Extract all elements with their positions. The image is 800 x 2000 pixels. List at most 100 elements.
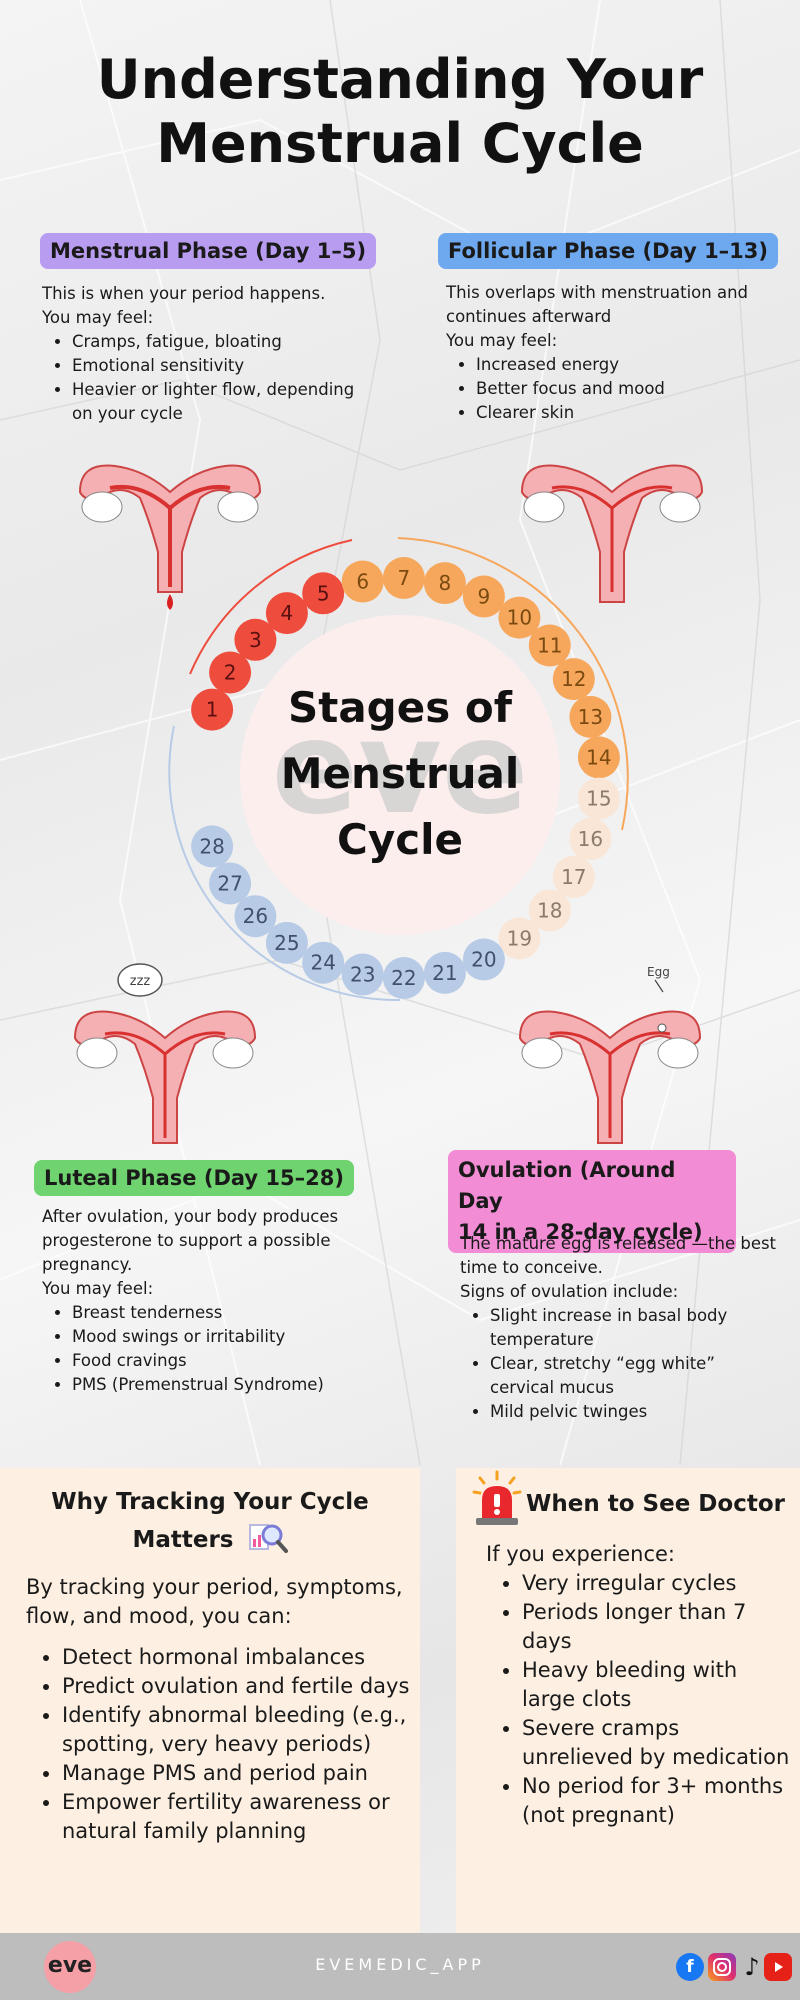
tracking-body: By tracking your period, symptoms, flow,… bbox=[26, 1573, 411, 1846]
cycle-day-label: 9 bbox=[478, 585, 491, 609]
cycle-day-label: 1 bbox=[206, 698, 219, 722]
cycle-day-label: 4 bbox=[281, 601, 294, 625]
cycle-day-circle bbox=[234, 895, 277, 938]
cycle-day-label: 16 bbox=[578, 827, 603, 851]
list-item: Breast tenderness bbox=[72, 1301, 382, 1325]
cycle-day-circle bbox=[302, 572, 345, 615]
cycle-day-label: 27 bbox=[217, 872, 242, 896]
cycle-day-label: 18 bbox=[537, 899, 562, 923]
list-item: Mild pelvic twinges bbox=[490, 1400, 780, 1424]
menstrual-phase-description: This is when your period happens. You ma… bbox=[42, 282, 372, 426]
menstrual-arc bbox=[189, 539, 353, 675]
cycle-day-label: 8 bbox=[439, 571, 452, 595]
list-item: Identify abnormal bleeding (e.g., spotti… bbox=[62, 1701, 411, 1759]
cycle-day-circle bbox=[577, 777, 620, 820]
cycle-day-circle bbox=[209, 862, 252, 905]
youtube-icon[interactable] bbox=[764, 1953, 792, 1981]
cycle-day-circle bbox=[462, 938, 505, 981]
cycle-day-circle bbox=[265, 921, 308, 964]
cycle-day-label: 22 bbox=[391, 966, 416, 990]
cycle-day-circle bbox=[209, 651, 252, 694]
list-item: Very irregular cycles bbox=[522, 1569, 796, 1598]
luteal-phase-description: After ovulation, your body produces prog… bbox=[42, 1205, 382, 1397]
cycle-day-circle bbox=[341, 953, 384, 996]
cycle-day-label: 13 bbox=[578, 705, 603, 729]
cycle-day-label: 6 bbox=[356, 570, 369, 594]
cycle-day-circle bbox=[462, 575, 505, 618]
cycle-day-circle bbox=[423, 951, 466, 994]
cycle-day-circle bbox=[569, 695, 612, 738]
cycle-day-circle bbox=[569, 818, 612, 861]
list-item: Mood swings or irritability bbox=[72, 1325, 382, 1349]
cycle-day-circle bbox=[528, 624, 571, 667]
cycle-day-circle bbox=[265, 592, 308, 635]
eve-logo[interactable]: eve bbox=[44, 1941, 96, 1993]
list-item: Heavier or lighter flow, depending on yo… bbox=[72, 378, 372, 426]
cycle-day-label: 7 bbox=[398, 566, 411, 590]
list-item: Predict ovulation and fertile days bbox=[62, 1672, 411, 1701]
instagram-icon[interactable] bbox=[708, 1953, 736, 1981]
cycle-day-label: 17 bbox=[561, 865, 586, 889]
eve-watermark: eve bbox=[271, 694, 528, 843]
egg-label: Egg bbox=[647, 965, 670, 979]
follicular-arc bbox=[397, 537, 629, 831]
list-item: Detect hormonal imbalances bbox=[62, 1643, 411, 1672]
cycle-day-label: 24 bbox=[310, 951, 335, 975]
app-handle[interactable]: EVEMEDIC_APP bbox=[315, 1955, 485, 1974]
ovulation-phase-description: The mature egg is released —the best tim… bbox=[460, 1232, 780, 1424]
uterus-menstrual-icon bbox=[78, 464, 262, 610]
cycle-day-label: 20 bbox=[471, 948, 496, 972]
alarm-siren-icon bbox=[472, 1470, 522, 1525]
list-item: Increased energy bbox=[476, 353, 776, 377]
list-item: No period for 3+ months (not pregnant) bbox=[522, 1772, 796, 1830]
cycle-day-label: 11 bbox=[537, 634, 562, 658]
list-item: Heavy bleeding with large clots bbox=[522, 1656, 796, 1714]
cycle-day-label: 28 bbox=[199, 834, 224, 858]
cycle-day-circle bbox=[552, 855, 595, 898]
doctor-title: When to See Doctor bbox=[526, 1491, 785, 1517]
follicular-phase-label: Follicular Phase (Day 1–13) bbox=[438, 233, 779, 269]
cycle-day-circle bbox=[191, 688, 234, 731]
cycle-day-circle bbox=[382, 557, 425, 599]
facebook-icon[interactable]: f bbox=[676, 1953, 704, 1981]
cycle-day-circle bbox=[423, 562, 466, 605]
cycle-day-label: 21 bbox=[432, 961, 457, 985]
cycle-day-circle bbox=[528, 889, 571, 932]
list-item: Empower fertility awareness or natural f… bbox=[62, 1788, 411, 1846]
uterus-luteal-icon: zzz bbox=[73, 963, 257, 1144]
cycle-day-label: 3 bbox=[249, 628, 262, 652]
list-item: Periods longer than 7 days bbox=[522, 1598, 796, 1656]
cycle-center-title-line: Stages of bbox=[288, 683, 513, 732]
list-item: Clear, stretchy “egg white” cervical muc… bbox=[490, 1352, 780, 1400]
zzz-label: zzz bbox=[130, 974, 151, 989]
list-item: Clearer skin bbox=[476, 401, 776, 425]
cycle-center-title-line: Menstrual bbox=[281, 749, 520, 798]
cycle-day-circle bbox=[552, 658, 595, 701]
cycle-day-label: 5 bbox=[317, 581, 330, 605]
cycle-day-label: 25 bbox=[274, 931, 299, 955]
cycle-day-circle bbox=[302, 941, 345, 984]
footer: eve EVEMEDIC_APP f ♪ bbox=[0, 1933, 800, 2000]
cycle-day-label: 26 bbox=[243, 904, 268, 928]
cycle-day-circle bbox=[498, 917, 541, 960]
cycle-day-circle bbox=[234, 618, 277, 661]
list-item: Food cravings bbox=[72, 1349, 382, 1373]
cycle-day-circle bbox=[341, 560, 384, 603]
uterus-follicular-icon bbox=[520, 464, 704, 603]
menstrual-phase-label: Menstrual Phase (Day 1–5) bbox=[40, 233, 377, 269]
list-item: Emotional sensitivity bbox=[72, 354, 372, 378]
cycle-day-label: 2 bbox=[224, 661, 237, 685]
uterus-ovulation-icon: Egg bbox=[518, 965, 702, 1144]
cycle-day-label: 15 bbox=[586, 787, 611, 811]
luteal-phase-label: Luteal Phase (Day 15–28) bbox=[34, 1160, 354, 1196]
tiktok-icon[interactable]: ♪ bbox=[744, 1953, 760, 1981]
list-item: PMS (Premenstrual Syndrome) bbox=[72, 1373, 382, 1397]
cycle-day-label: 23 bbox=[350, 963, 375, 987]
cycle-center-title-line: Cycle bbox=[337, 815, 463, 864]
cycle-day-label: 14 bbox=[586, 745, 611, 769]
follicular-phase-description: This overlaps with menstruation and cont… bbox=[446, 281, 776, 425]
